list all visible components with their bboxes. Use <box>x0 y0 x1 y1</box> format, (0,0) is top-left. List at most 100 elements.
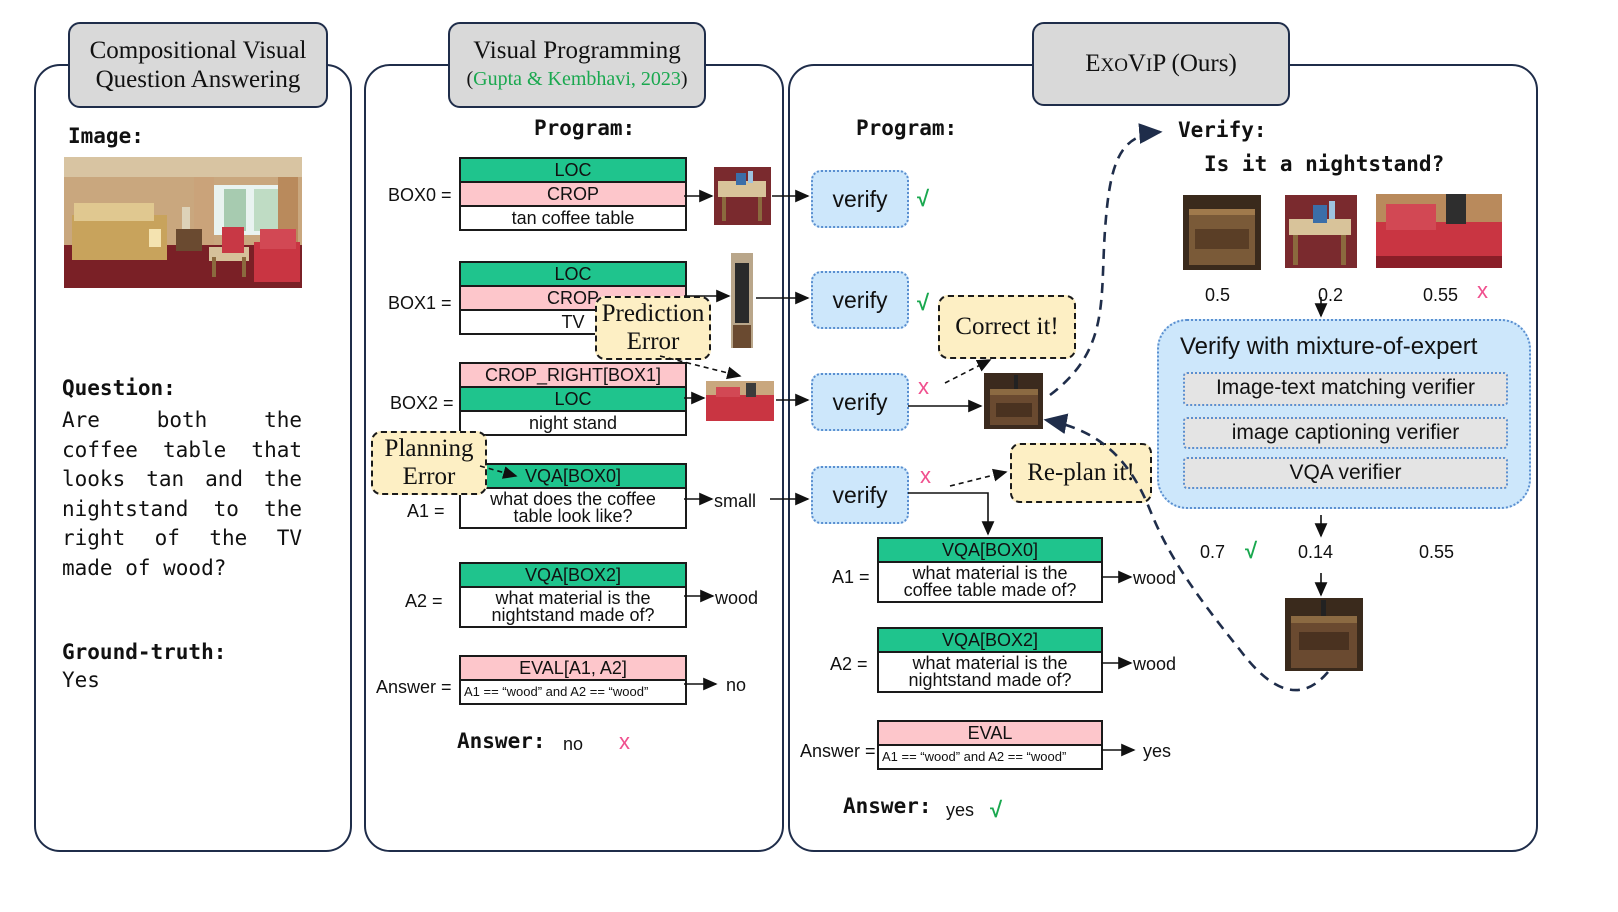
image-captioning-verifier: image captioning verifier <box>1183 417 1508 449</box>
score-bottom-3: 0.55 <box>1419 542 1455 562</box>
question-line: looks tan and the <box>62 467 302 491</box>
q-line: nightstand made of? <box>491 605 655 625</box>
box0-arg: tan coffee table <box>461 207 685 229</box>
box2-crop-right: CROP_RIGHT[BOX1] <box>461 364 685 388</box>
exovip-title: EXOVIP (Ours) <box>1085 49 1237 80</box>
cite-close: ) <box>680 68 688 90</box>
p3-a1-out: wood <box>1133 568 1177 588</box>
question-line: coffee table that <box>62 437 302 462</box>
p3-a1-var: A1 = <box>832 567 870 587</box>
panel1-title-line2: Question Answering <box>95 66 301 93</box>
p3-a1-vqa: VQA[BOX0] <box>879 539 1101 563</box>
prediction-error-line2: Error <box>626 328 680 355</box>
p3-eval-expr: A1 == “wood” and A2 == “wood” <box>879 746 1101 768</box>
selected-nightstand-crop <box>1285 598 1363 671</box>
q-line: nightstand made of? <box>908 670 1072 690</box>
p3-answer-value: yes <box>946 800 975 820</box>
moe-title: Verify with mixture-of-expert <box>1180 333 1478 360</box>
question-line: made of wood? <box>62 555 227 580</box>
candidate-crop-1 <box>1183 195 1261 270</box>
panel3-program-label: Program: <box>856 116 958 140</box>
vqa-verifier: VQA verifier <box>1183 457 1508 489</box>
verify-a1: verify <box>811 466 909 524</box>
p2-ans-out: no <box>726 675 747 695</box>
panel1-title: Compositional Visual Question Answering <box>68 22 328 108</box>
citation: Gupta & Kembhavi, 2023 <box>473 68 681 90</box>
q-line: what material is the <box>912 563 1068 583</box>
panel3-title: EXOVIP (Ours) <box>1032 22 1290 106</box>
crop-coffee-table <box>714 167 771 225</box>
cross-icon: x <box>918 374 929 399</box>
p2-ans-program: EVAL[A1, A2] A1 == “wood” and A2 == “woo… <box>459 655 687 705</box>
check-icon: √ <box>1245 538 1258 563</box>
title-part: (Ours) <box>1165 49 1237 77</box>
image-label: Image: <box>68 124 144 148</box>
p2-a2-out: wood <box>715 588 759 608</box>
p2-a2-vqa: VQA[BOX2] <box>461 564 685 588</box>
box0-crop: CROP <box>461 183 685 207</box>
p3-a2-var: A2 = <box>830 654 868 674</box>
title-part: V <box>1127 49 1146 77</box>
candidate-crop-3 <box>1376 194 1502 268</box>
box2-program: CROP_RIGHT[BOX1] LOC night stand <box>459 362 687 436</box>
p3-ans-program: EVAL A1 == “wood” and A2 == “wood” <box>877 720 1103 770</box>
prediction-error-line1: Prediction <box>601 300 705 327</box>
crop-nightstand-wrong <box>706 381 774 421</box>
cross-icon: x <box>920 463 931 488</box>
planning-error-line2: Error <box>402 463 456 490</box>
correct-it-note: Correct it! <box>938 295 1076 359</box>
box1-loc: LOC <box>461 263 685 287</box>
question-line: nightstand to the <box>62 496 302 521</box>
p3-answer-check: √ <box>990 797 1003 822</box>
panel2-title-line2: (Gupta & Kembhavi, 2023) <box>466 65 687 94</box>
p2-a1-out: small <box>714 491 757 511</box>
image-text-matching-verifier: Image-text matching verifier <box>1183 372 1508 406</box>
replan-it-note: Re-plan it! <box>1010 443 1152 503</box>
p2-eval: EVAL[A1, A2] <box>461 657 685 681</box>
q-line: what material is the <box>495 588 651 608</box>
panel2-title: Visual Programming (Gupta & Kembhavi, 20… <box>448 22 706 108</box>
title-part: P <box>1152 49 1166 77</box>
crop-tv <box>731 253 753 348</box>
p3-ans-out: yes <box>1143 741 1172 761</box>
verify-box1: verify <box>811 271 909 329</box>
p2-answer-value: no <box>563 734 584 754</box>
title-part: I <box>1145 54 1153 76</box>
verify-box0: verify <box>811 170 909 228</box>
box1-var: BOX1 = <box>388 293 452 313</box>
p2-a2-var: A2 = <box>405 591 443 611</box>
verify-question: Is it a nightstand? <box>1204 152 1445 176</box>
p2-a1-var: A1 = <box>407 501 445 521</box>
q-line: what material is the <box>912 653 1068 673</box>
crop-nightstand-corrected <box>984 373 1043 429</box>
check-icon: √ <box>917 186 930 211</box>
p2-ans-var: Answer = <box>376 677 452 697</box>
box2-var: BOX2 = <box>390 393 454 413</box>
p3-ans-var: Answer = <box>800 741 876 761</box>
p3-eval: EVAL <box>879 722 1101 746</box>
panel2-program-label: Program: <box>534 116 636 140</box>
planning-error-line1: Planning <box>384 435 474 462</box>
p2-a1-vqa: VQA[BOX0] <box>461 465 685 489</box>
p3-answer-label: Answer: <box>843 794 932 818</box>
score-bottom-1: 0.7 <box>1200 542 1226 562</box>
p3-a2-out: wood <box>1133 654 1177 674</box>
score-bottom-2: 0.14 <box>1298 542 1334 562</box>
p2-answer-cross: x <box>619 729 630 754</box>
score-top-1: 0.5 <box>1205 285 1231 305</box>
box0-loc: LOC <box>461 159 685 183</box>
q-line: coffee table made of? <box>903 580 1077 600</box>
cross-icon: x <box>1477 278 1488 303</box>
q-line: what does the coffee <box>490 489 656 509</box>
cite-open: ( <box>466 68 474 90</box>
ground-truth-value: Yes <box>62 668 100 692</box>
title-part: E <box>1085 49 1101 77</box>
box2-loc: LOC <box>461 388 685 412</box>
